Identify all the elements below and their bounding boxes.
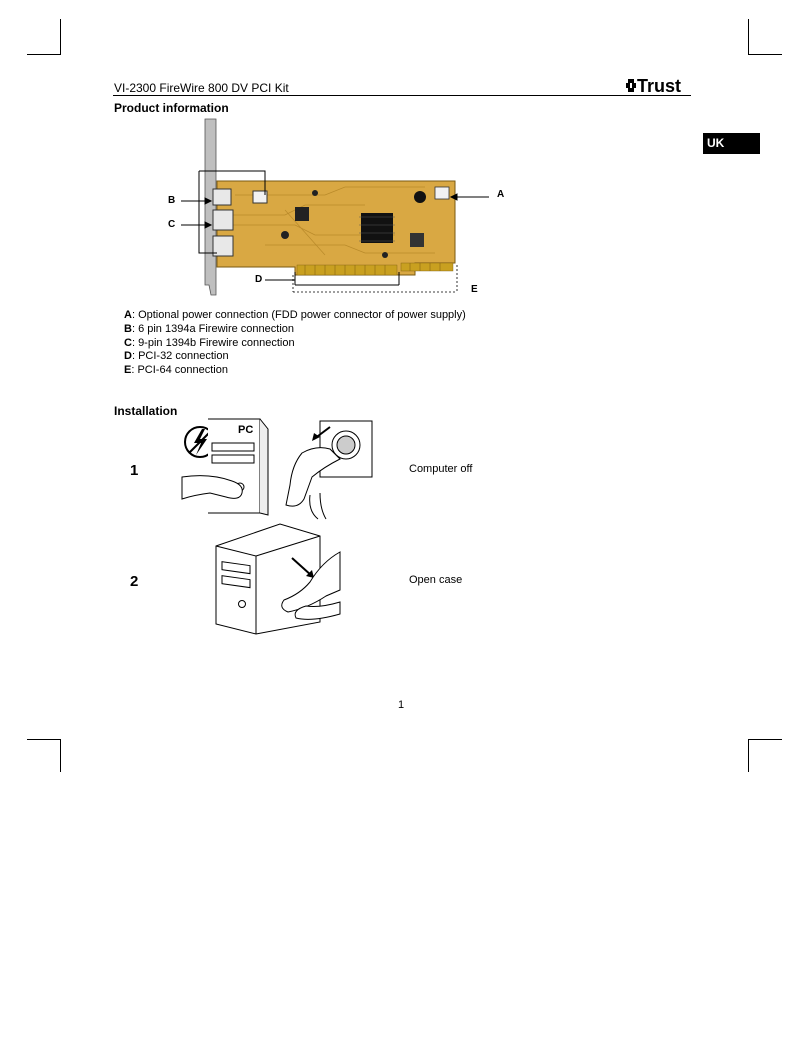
callout-a: A: [497, 189, 505, 200]
legend-row-d: D: PCI-32 connection: [124, 350, 466, 364]
computer-off-illustration: PC: [181, 418, 373, 520]
crop-mark-top-right-v: [748, 19, 749, 55]
legend-row-a: A: Optional power connection (FDD power …: [124, 309, 466, 323]
crop-mark-bottom-left-h: [27, 739, 61, 740]
callout-e: E: [471, 284, 478, 295]
crop-mark-top-left-v: [60, 19, 61, 55]
legend-key: B: [124, 322, 132, 335]
legend-text: : PCI-32 connection: [131, 350, 229, 363]
legend-text: : Optional power connection (FDD power c…: [131, 309, 466, 321]
callout-b: B: [168, 195, 176, 206]
legend-key: D: [124, 350, 132, 363]
svg-text:Trust: Trust: [637, 76, 681, 96]
open-case-illustration: [215, 523, 341, 635]
callout-c: C: [168, 219, 176, 230]
legend-row-b: B: 6 pin 1394a Firewire connection: [124, 323, 466, 337]
language-tab: UK: [703, 133, 760, 154]
no-power-icon: [184, 426, 216, 458]
legend-key: A: [124, 309, 132, 321]
document-title: VI-2300 FireWire 800 DV PCI Kit: [114, 81, 289, 95]
header-rule: [113, 95, 691, 96]
step-text: Open case: [409, 574, 463, 586]
legend-key: E: [124, 364, 132, 377]
callout-d: D: [255, 274, 263, 285]
page-number: 1: [398, 699, 405, 711]
crop-mark-top-left-h: [27, 54, 61, 55]
pc-label: PC: [238, 424, 253, 436]
step-number: 1: [130, 462, 139, 479]
legend-text: : 9-pin 1394b Firewire connection: [131, 336, 295, 349]
crop-mark-bottom-left-v: [60, 739, 61, 772]
product-info-heading: Product information: [114, 101, 229, 115]
crop-mark-top-right-h: [748, 54, 782, 55]
step-text: Computer off: [409, 463, 473, 475]
crop-mark-bottom-right-h: [748, 739, 782, 740]
installation-heading: Installation: [114, 404, 178, 418]
legend-row-e: E: PCI-64 connection: [124, 364, 466, 378]
crop-mark-bottom-right-v: [748, 739, 749, 772]
trust-logo: Trust: [626, 76, 681, 96]
legend-key: C: [124, 336, 132, 349]
legend-text: : PCI-64 connection: [131, 364, 228, 377]
legend-row-c: C: 9-pin 1394b Firewire connection: [124, 337, 466, 351]
legend-text: : 6 pin 1394a Firewire connection: [131, 322, 294, 335]
pci-card-illustration: [181, 118, 489, 296]
step-number: 2: [130, 573, 139, 590]
callout-legend: A: Optional power connection (FDD power …: [124, 309, 466, 378]
